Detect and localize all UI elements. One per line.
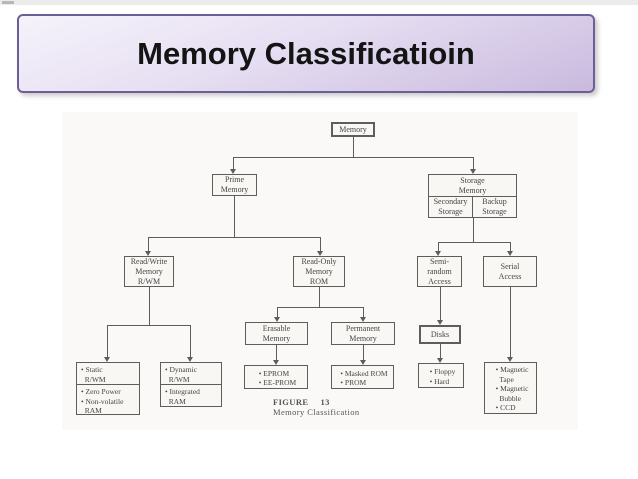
- connector-arrow: [145, 251, 151, 256]
- node-memory: Memory: [331, 122, 375, 137]
- node-serial-access-label: Serial Access: [498, 261, 522, 281]
- memory-classification-diagram: Memory Prime Memory Storage Memory Secon…: [0, 108, 638, 438]
- node-magnetic-media: • Magnetic Tape • Magnetic Bubble • CCD: [484, 362, 537, 414]
- connector-arrow: [507, 357, 513, 362]
- node-integrated-ram-label: • Integrated RAM: [161, 384, 221, 406]
- node-disks-label: Disks: [430, 329, 450, 339]
- node-dynamic-rwm-group: • Dynamic R/WM • Integrated RAM: [160, 362, 222, 407]
- connector-line: [353, 137, 354, 157]
- connector-line: [363, 307, 364, 318]
- node-memory-label: Memory: [339, 124, 367, 134]
- node-prime-memory-label: Prime Memory: [220, 175, 249, 194]
- node-floppy-hard: • Floppy • Hard: [418, 363, 464, 388]
- connector-line: [438, 242, 439, 252]
- connector-arrow: [437, 320, 443, 325]
- node-erasable-memory-label: Erasable Memory: [262, 323, 291, 343]
- node-erasable-memory: Erasable Memory: [245, 322, 308, 345]
- connector-line: [440, 287, 441, 321]
- scan-top-edge: [0, 0, 638, 5]
- node-permanent-memory: Permanent Memory: [331, 322, 395, 345]
- connector-line: [234, 196, 235, 237]
- connector-line: [149, 287, 150, 325]
- connector-line: [510, 287, 511, 358]
- node-masked-rom: • Masked ROM • PROM: [331, 365, 394, 389]
- connector-arrow: [187, 357, 193, 362]
- node-storage-memory-label: Storage Memory: [458, 175, 487, 195]
- connector-arrow: [435, 251, 441, 256]
- slide-title: Memory Classificatioin: [137, 35, 475, 71]
- connector-line: [473, 157, 474, 171]
- connector-line: [320, 237, 321, 252]
- connector-arrow: [507, 251, 513, 256]
- connector-line: [319, 287, 320, 307]
- connector-arrow: [360, 360, 366, 365]
- connector-arrow: [317, 251, 323, 256]
- connector-line: [363, 345, 364, 361]
- node-permanent-memory-label: Permanent Memory: [345, 323, 381, 343]
- node-semi-random-access-label: Semi- random Access: [427, 256, 452, 286]
- node-static-rwm-label: • Static R/WM: [81, 365, 106, 384]
- node-magnetic-media-label: • Magnetic Tape • Magnetic Bubble • CCD: [495, 365, 529, 413]
- connector-arrow: [470, 169, 476, 174]
- node-masked-rom-label: • Masked ROM • PROM: [340, 368, 388, 388]
- node-secondary-storage-label: Secondary Storage: [429, 196, 472, 217]
- figure-number: 13: [320, 397, 330, 407]
- node-backup-storage-label: Backup Storage: [472, 196, 516, 217]
- node-read-only-memory-label: Read-Only Memory ROM: [301, 256, 337, 286]
- connector-line: [233, 157, 473, 158]
- connector-arrow: [360, 317, 366, 322]
- connector-line: [438, 242, 510, 243]
- connector-arrow: [274, 317, 280, 322]
- connector-line: [107, 325, 108, 358]
- node-floppy-hard-label: • Floppy • Hard: [429, 367, 456, 386]
- connector-line: [190, 325, 191, 358]
- connector-arrow: [230, 169, 236, 174]
- figure-title: Memory Classification: [273, 407, 360, 417]
- node-static-rwm-group: • Static R/WM • Zero Power • Non-volatil…: [76, 362, 140, 415]
- connector-line: [233, 157, 234, 171]
- connector-line: [107, 325, 190, 326]
- connector-arrow: [104, 357, 110, 362]
- node-read-write-memory: Read/Write Memory R/WM: [124, 256, 174, 287]
- figure-label: FIGURE: [273, 397, 309, 407]
- node-zero-power-label: • Zero Power • Non-volatile RAM: [77, 384, 139, 416]
- figure-caption-line1: FIGURE 13: [273, 397, 360, 407]
- node-serial-access: Serial Access: [483, 256, 537, 287]
- connector-arrow: [273, 360, 279, 365]
- connector-line: [277, 307, 363, 308]
- connector-line: [440, 344, 441, 358]
- node-eprom-label: • EPROM • EE-PROM: [258, 368, 297, 388]
- node-read-only-memory: Read-Only Memory ROM: [293, 256, 345, 287]
- node-storage-memory: Storage Memory Secondary Storage Backup …: [428, 174, 517, 218]
- node-eprom: • EPROM • EE-PROM: [244, 365, 308, 389]
- connector-line: [276, 345, 277, 361]
- connector-line: [148, 237, 320, 238]
- connector-line: [510, 242, 511, 252]
- node-disks: Disks: [419, 325, 461, 344]
- slide-title-bar: Memory Classificatioin: [17, 14, 595, 93]
- figure-caption: FIGURE 13 Memory Classification: [273, 397, 360, 417]
- node-semi-random-access: Semi- random Access: [417, 256, 462, 287]
- node-dynamic-rwm-label: • Dynamic R/WM: [165, 365, 197, 384]
- connector-line: [473, 218, 474, 242]
- node-read-write-memory-label: Read/Write Memory R/WM: [130, 256, 168, 286]
- node-prime-memory: Prime Memory: [212, 174, 257, 196]
- scan-corner-mark: [2, 1, 14, 4]
- connector-arrow: [437, 358, 443, 363]
- connector-line: [148, 237, 149, 252]
- connector-line: [277, 307, 278, 318]
